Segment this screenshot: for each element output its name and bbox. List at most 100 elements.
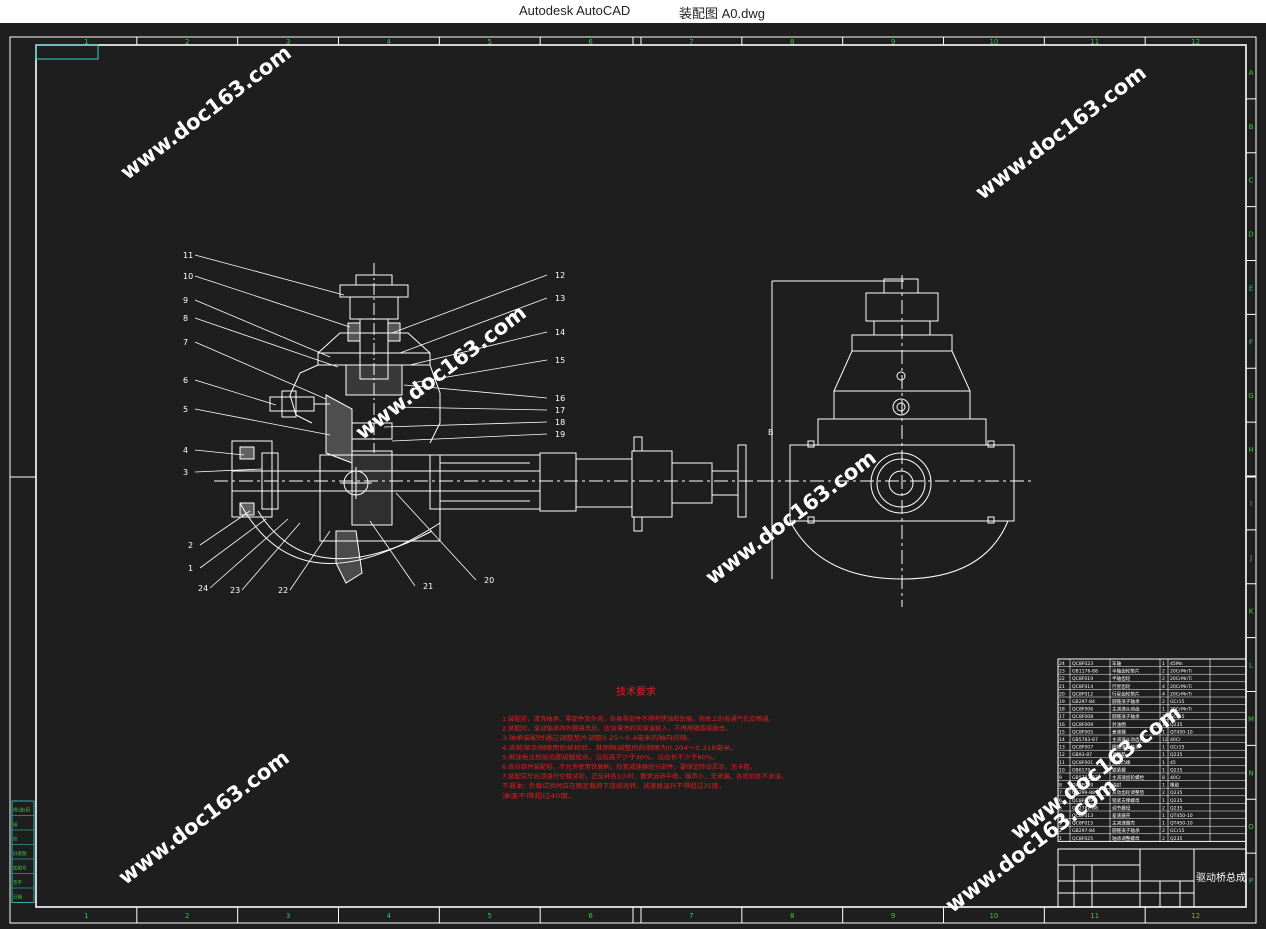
bom-cell: QC8F015 xyxy=(1072,821,1093,827)
bom-cell: 1 xyxy=(1162,661,1165,667)
grid-row: P xyxy=(1249,877,1253,885)
grid-col-top: 5 xyxy=(488,38,492,46)
bom-cell: 20 xyxy=(1059,691,1065,697)
revision-label: 旧底图 xyxy=(13,850,27,857)
watermark-text: www.doc163.com xyxy=(1006,700,1186,844)
tech-note-line: 3.轴承装配时通过调整垫片调整0.25～0.4毫米的轴向间隙。 xyxy=(502,734,694,742)
bom-cell: 圆锥滚子轴承 xyxy=(1112,827,1140,834)
bom-cell: GB297-84 xyxy=(1072,699,1095,705)
bom-cell: 主减速器壳 xyxy=(1112,820,1135,827)
grid-row: D xyxy=(1248,231,1253,239)
tech-note-line: 1.装配前，清洗轴承、零部件及外壳，各类零部件不得有锈蚀和划痕，壳体上的各通气孔… xyxy=(502,715,775,723)
leader-line xyxy=(369,520,416,587)
grid-col-top: 9 xyxy=(891,38,895,46)
grid-row: B xyxy=(1249,123,1254,131)
grid-row: G xyxy=(1248,392,1253,400)
window-titlebar: Autodesk AutoCAD 装配图 A0.dwg xyxy=(0,0,1266,23)
part-label: 5 xyxy=(183,405,188,414)
grid-row: I xyxy=(1250,500,1252,508)
bom-cell: 1 xyxy=(1162,707,1165,713)
bom-cell: 20CrMnTi xyxy=(1170,707,1192,713)
bom-cell: GB6170 xyxy=(1072,767,1090,773)
grid-col-bottom: 5 xyxy=(488,912,492,920)
part-label: 11 xyxy=(183,251,193,260)
leader-line xyxy=(194,468,263,473)
bom-cell: 15 xyxy=(1059,729,1065,735)
part-label: 20 xyxy=(484,576,494,585)
bom-cell: 18 xyxy=(1059,707,1065,713)
part-label: 16 xyxy=(555,394,565,403)
tech-note-line: 7.装配完毕后须进行空载试验，正反转各1小时，要求运转平稳，噪声小，无渗漏，各密… xyxy=(502,773,787,781)
bom-cell: QC8F012 xyxy=(1072,691,1093,697)
leader-line xyxy=(395,492,477,581)
watermark-text: www.doc163.com xyxy=(114,745,294,889)
leader-line xyxy=(391,433,548,442)
watermark-text: www.doc163.com xyxy=(971,60,1151,204)
grid-col-bottom: 10 xyxy=(989,912,998,920)
bom-cell: 22 xyxy=(1059,676,1065,682)
bom-cell: 封油圈 xyxy=(1112,721,1126,728)
bom-cell: Q235 xyxy=(1170,767,1182,773)
part-label: 8 xyxy=(183,314,188,323)
watermark-text: www.doc163.com xyxy=(116,40,296,184)
revision-label: 底图号 xyxy=(13,865,27,872)
part-label: 18 xyxy=(555,418,565,427)
bom-cell: GCr15 xyxy=(1170,699,1185,705)
bom-cell: 圆锥滚子轴承 xyxy=(1112,713,1140,720)
bom-cell: 半轴齿轮 xyxy=(1112,675,1131,682)
grid-col-top: 6 xyxy=(588,38,593,46)
bom-cell: 1 xyxy=(1162,729,1165,735)
bom-cell: 1 xyxy=(1162,783,1165,789)
grid-col-bottom: 8 xyxy=(790,912,794,920)
watermark-text: www.doc163.com xyxy=(701,445,881,589)
grid-col-top: 12 xyxy=(1191,38,1200,46)
part-label: 24 xyxy=(198,584,208,593)
bom-cell: 圆锥滚子轴承 xyxy=(1112,744,1140,751)
bom-cell: 锁紧支撑螺母 xyxy=(1112,797,1140,804)
grid-row: E xyxy=(1249,284,1253,292)
tech-notes-title: 技术要求 xyxy=(616,685,656,698)
bom-cell: GB297-84 xyxy=(1072,828,1095,834)
grid-col-bottom: 7 xyxy=(689,912,693,920)
bom-cell: 16 xyxy=(1059,722,1065,728)
bom-cell: 4 xyxy=(1059,813,1062,819)
bom-cell: QC8F008 xyxy=(1072,714,1093,720)
part-label: 9 xyxy=(183,296,188,305)
tech-note-line: 6.各分部件装配前，不允许使用铁屑刷，检查减速器组分部件，要保证转动灵活，无卡阻… xyxy=(502,763,756,771)
leader-line xyxy=(403,384,548,399)
bom-cell: Q235 xyxy=(1170,805,1182,811)
leader-line xyxy=(194,408,331,436)
grid-col-top: 4 xyxy=(387,38,392,46)
bom-cell: 油封 xyxy=(1112,782,1122,789)
leader-line xyxy=(391,274,548,334)
bom-cell: Q235 xyxy=(1170,790,1182,796)
bom-cell: 1 xyxy=(1059,836,1062,842)
leader-line xyxy=(194,449,245,456)
bom-cell: 8 xyxy=(1059,783,1062,789)
bom-cell: QC8F014 xyxy=(1072,684,1093,690)
bom-cell: Q235 xyxy=(1170,752,1182,758)
title-block xyxy=(1057,848,1247,908)
bom-cell: 1 xyxy=(1162,752,1165,758)
bom-cell: 2 xyxy=(1059,828,1062,834)
leader-line xyxy=(199,518,267,569)
bom-cell: 主减速齿轮螺栓 xyxy=(1112,774,1145,781)
bom-cell: 2 xyxy=(1162,790,1165,796)
grid-row: K xyxy=(1249,608,1254,616)
revision-label: 借(通)用 xyxy=(13,807,30,814)
grid-row: C xyxy=(1249,177,1254,185)
bom-cell: 1 xyxy=(1162,798,1165,804)
part-label: 6 xyxy=(183,376,188,385)
part-label: 2 xyxy=(188,541,193,550)
leader-line xyxy=(399,297,548,354)
bom-cell: GB299-88 xyxy=(1072,790,1095,796)
part-label: 4 xyxy=(183,446,188,455)
drawing-title: 驱动桥总成 xyxy=(1196,871,1246,884)
part-label: 3 xyxy=(183,468,188,477)
grid-col-bottom: 1 xyxy=(84,912,88,920)
bom-cell: GB5783-87 xyxy=(1072,737,1098,743)
grid-col-bottom: 3 xyxy=(286,912,290,920)
grid-col-bottom: 11 xyxy=(1090,912,1099,920)
